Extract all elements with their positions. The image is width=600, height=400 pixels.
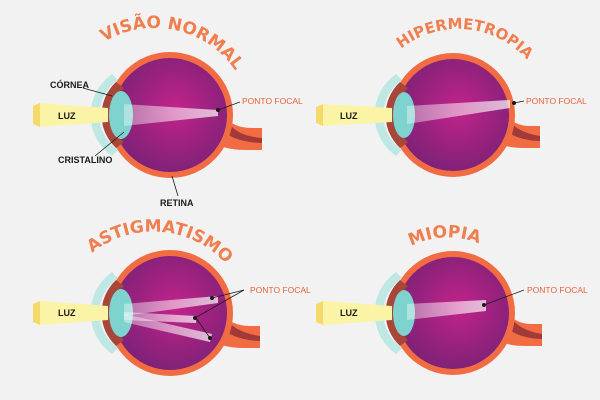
focal-pointer bbox=[217, 101, 241, 111]
iris bbox=[385, 280, 408, 346]
light-beam-end bbox=[316, 301, 323, 325]
cornea-shape bbox=[90, 74, 118, 156]
focal-point bbox=[482, 303, 486, 307]
focus-rays-upper bbox=[124, 296, 218, 316]
light-beam bbox=[323, 301, 392, 325]
retina-pointer bbox=[171, 175, 179, 197]
light-beam bbox=[323, 104, 392, 126]
cornea-shape bbox=[374, 272, 402, 354]
lens bbox=[393, 92, 415, 138]
focus-rays bbox=[407, 300, 486, 320]
focal-point bbox=[216, 108, 220, 112]
focal-point bbox=[208, 336, 212, 340]
panel-astigmatism: ASTIGMATISMO LUZ PONTO FOCAL bbox=[33, 217, 311, 376]
panel-myopia: MIOPIA LUZ PONTO FOCAL bbox=[316, 222, 588, 375]
eye-interior bbox=[113, 256, 227, 370]
retina-label: RETINA bbox=[160, 198, 194, 208]
panel-normal-vision: VISÃO NORMAL LUZ PONTO FOCAL CÓRNEA CRIS… bbox=[33, 10, 303, 208]
light-beam-end bbox=[316, 104, 323, 126]
focal-label: PONTO FOCAL bbox=[526, 96, 587, 106]
light-beam bbox=[40, 103, 108, 127]
focal-pointer-1 bbox=[211, 289, 245, 299]
cornea-shape bbox=[90, 272, 118, 354]
lens bbox=[109, 289, 133, 337]
focal-pointer-2 bbox=[194, 289, 245, 319]
cornea-shape bbox=[374, 74, 402, 156]
focal-point bbox=[512, 101, 516, 105]
lens bbox=[393, 290, 415, 336]
panel-hyperopia: HIPERMETROPIA LUZ PONTO FOCAL bbox=[316, 15, 587, 177]
focus-rays bbox=[407, 100, 510, 124]
focal-pointer bbox=[483, 289, 525, 306]
focus-rays-lower bbox=[124, 314, 212, 342]
light-label: LUZ bbox=[340, 308, 358, 318]
focal-point bbox=[210, 296, 214, 300]
cornea-pointer bbox=[82, 87, 113, 97]
light-beam bbox=[40, 301, 108, 325]
focal-label: PONTO FOCAL bbox=[250, 285, 311, 295]
cristalino-label: CRISTALINO bbox=[58, 155, 112, 165]
cornea-label: CÓRNEA bbox=[50, 79, 90, 90]
focal-pointer-3 bbox=[195, 317, 211, 339]
iris bbox=[101, 82, 124, 148]
light-label: LUZ bbox=[58, 111, 76, 121]
iris bbox=[101, 280, 124, 346]
light-beam-end bbox=[33, 301, 40, 325]
lens bbox=[109, 91, 133, 139]
focal-point bbox=[193, 316, 197, 320]
iris bbox=[385, 82, 408, 148]
focal-label: PONTO FOCAL bbox=[242, 96, 303, 106]
light-label: LUZ bbox=[340, 111, 358, 121]
panel-title: MIOPIA bbox=[405, 222, 484, 250]
cristalino-pointer bbox=[94, 131, 125, 157]
focus-rays bbox=[124, 104, 218, 126]
light-beam-end bbox=[33, 103, 40, 127]
light-label: LUZ bbox=[58, 308, 76, 318]
focal-label: PONTO FOCAL bbox=[527, 285, 588, 295]
